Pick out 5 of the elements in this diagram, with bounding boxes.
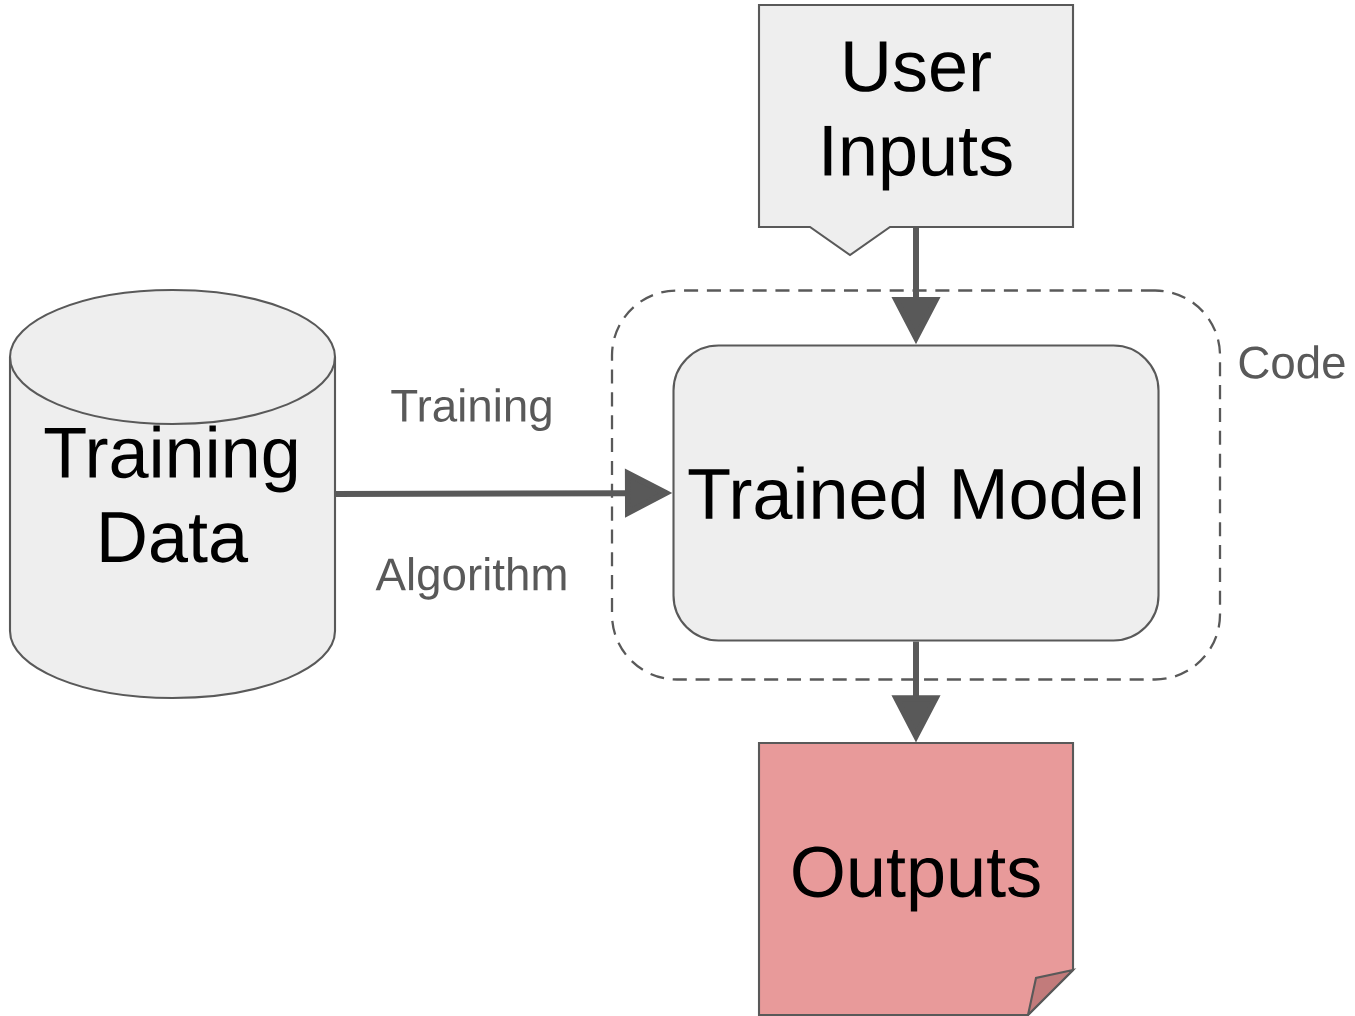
- edge-label: Training Algorithm: [375, 388, 566, 600]
- node-label: Code: [1239, 345, 1345, 379]
- database-cylinder: Training Data: [8, 288, 337, 700]
- callout-box: User Inputs: [757, 3, 1075, 257]
- process-box: Trained Model: [672, 344, 1160, 642]
